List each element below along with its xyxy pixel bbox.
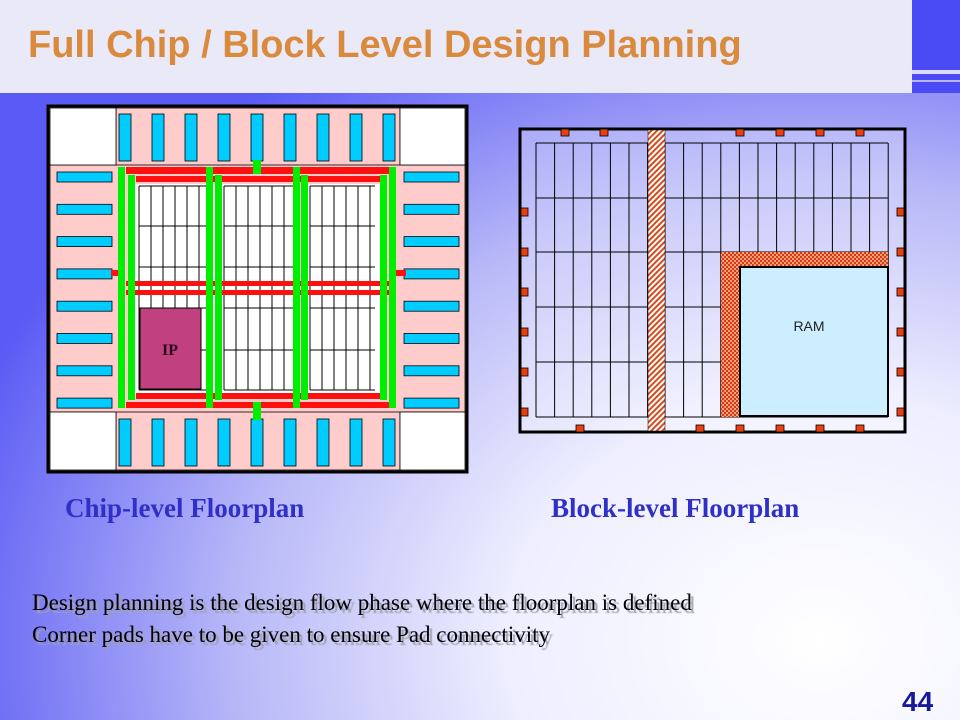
io-pad [403,203,460,215]
pin [520,367,529,377]
io-pad [403,300,460,312]
pin [520,247,529,257]
io-pad [56,236,113,248]
io-pad [56,333,113,344]
power-strap [389,167,396,408]
halo [721,252,740,417]
pin [695,424,705,433]
io-pad [403,171,460,183]
chip-floorplan: IP [46,104,469,474]
power-strap [293,167,300,408]
corner-pad [399,411,466,471]
io-pad [316,113,330,162]
io-pad [217,113,231,162]
page-number: 44 [902,686,934,717]
pin [896,327,905,337]
pin [815,424,825,433]
io-pad [56,171,113,183]
pin [775,424,785,433]
io-pad [151,418,165,467]
io-pad [56,397,113,409]
power-strap [215,175,222,400]
io-pad [184,418,198,467]
pin [815,128,825,137]
corner-pad [399,107,466,166]
pin [896,407,905,417]
pin [855,424,865,433]
bullet-text: Corner pads have to be given to ensure P… [32,622,550,647]
pin [599,128,609,137]
io-pad [250,418,264,467]
io-pad [118,418,132,467]
io-pad [403,268,460,280]
power-strap [126,290,389,295]
power-stub [253,160,261,174]
pin [896,367,905,377]
io-pad [151,113,165,162]
io-pad [56,300,113,312]
pin [896,207,905,217]
power-stub [253,402,261,420]
power-strap [647,129,666,432]
power-ring [136,393,380,399]
power-strap [128,175,135,400]
corner-pad [49,411,117,471]
pin [520,407,529,417]
pin [775,128,785,137]
title-bar: Full Chip / Block Level Design Planning [0,0,912,93]
corner-decoration [912,0,960,93]
power-pin [111,270,123,276]
pin [560,128,570,137]
pin [855,128,865,137]
power-strap [206,167,213,408]
chip-floorplan-caption: Chip-level Floorplan [65,493,305,523]
io-pad [56,203,113,215]
io-pad [349,113,363,162]
io-pad [283,418,297,467]
ip-label: IP [162,342,178,359]
ram-label: RAM [793,318,824,334]
io-pad [403,397,460,409]
pin [896,287,905,297]
power-strap [118,167,125,408]
pin [520,327,529,337]
io-pad [403,365,460,377]
io-pad [403,236,460,248]
ram-block [739,266,889,417]
io-pad [118,113,132,162]
power-strap [126,281,389,286]
ip-block [139,307,202,390]
power-strap [380,175,387,400]
corner-pad [49,107,117,166]
pin [575,424,585,433]
pin [520,287,529,297]
io-pad [403,333,460,344]
io-pad [349,418,363,467]
io-pad [283,113,297,162]
halo [721,252,888,267]
io-pad [316,418,330,467]
power-ring [136,176,380,182]
io-pad [382,418,396,467]
io-pad [382,113,396,162]
io-pad [56,268,113,280]
power-strap [301,175,308,400]
power-pin [394,270,406,276]
pin [735,424,745,433]
pin [735,128,745,137]
pin [520,207,529,217]
block-floorplan: RAM [518,127,907,434]
io-pad [184,113,198,162]
pin [896,247,905,257]
slide-title: Full Chip / Block Level Design Planning [28,24,742,66]
io-pad [56,365,113,377]
io-pad [250,113,264,162]
block-floorplan-caption: Block-level Floorplan [551,493,800,523]
io-pad [217,418,231,467]
bullet-text: Design planning is the design flow phase… [32,590,692,615]
